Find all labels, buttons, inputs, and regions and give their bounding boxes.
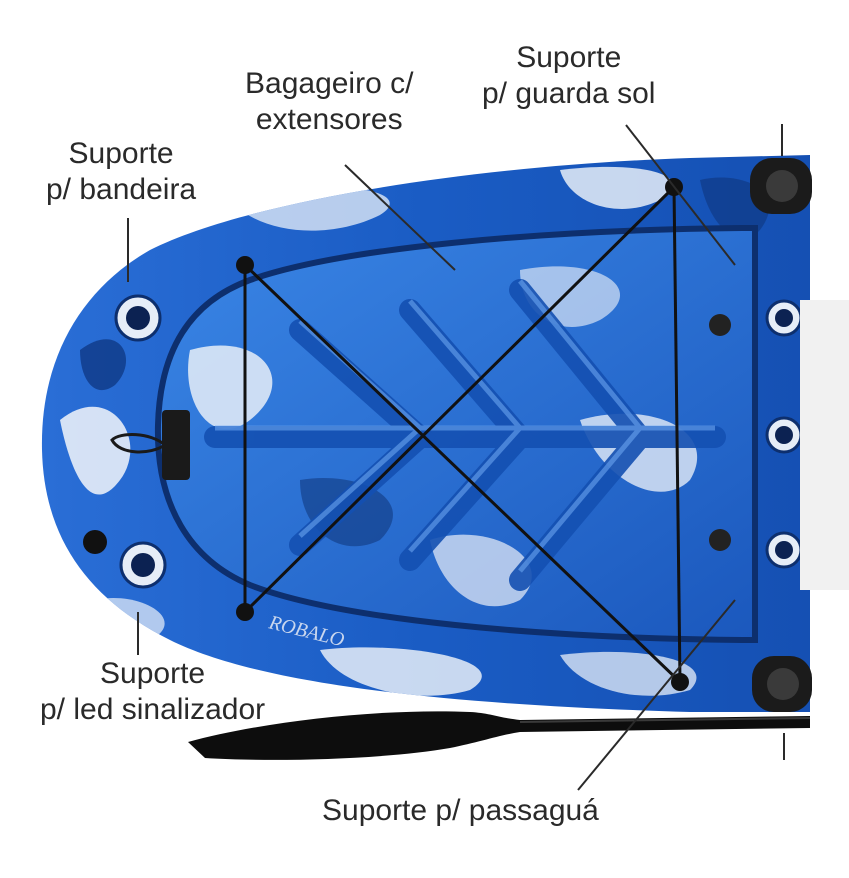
label-bagageiro-line1: Bagageiro c/ (245, 67, 414, 100)
label-guarda-sol: Suporte p/ guarda sol (482, 40, 655, 112)
label-led-line1: Suporte (100, 657, 206, 690)
label-bandeira-line2: p/ bandeira (46, 173, 197, 206)
bungee-anchors (236, 178, 689, 691)
rod-holders (750, 158, 812, 712)
label-guarda-sol-line2: p/ guarda sol (482, 77, 656, 110)
label-bandeira: Suporte p/ bandeira (46, 136, 196, 208)
label-led: Suporte p/ led sinalizador (40, 656, 265, 728)
seat-edge (800, 300, 849, 590)
bungee-cords (243, 185, 682, 684)
flag-holder-holes (114, 294, 167, 589)
led-mount (83, 530, 107, 554)
label-passagua: Suporte p/ passaguá (322, 794, 599, 827)
label-led-line2: p/ led sinalizador (40, 693, 266, 726)
well-plugs (709, 314, 731, 551)
leader-lines (127, 124, 785, 791)
label-bagageiro-line2: extensores (255, 103, 403, 136)
paddle (188, 711, 811, 760)
side-holes (765, 299, 803, 569)
label-bandeira-line1: Suporte (68, 137, 174, 170)
label-bagageiro: Bagageiro c/ extensores (245, 66, 413, 138)
label-guarda-sol-line1: Suporte (516, 41, 622, 74)
